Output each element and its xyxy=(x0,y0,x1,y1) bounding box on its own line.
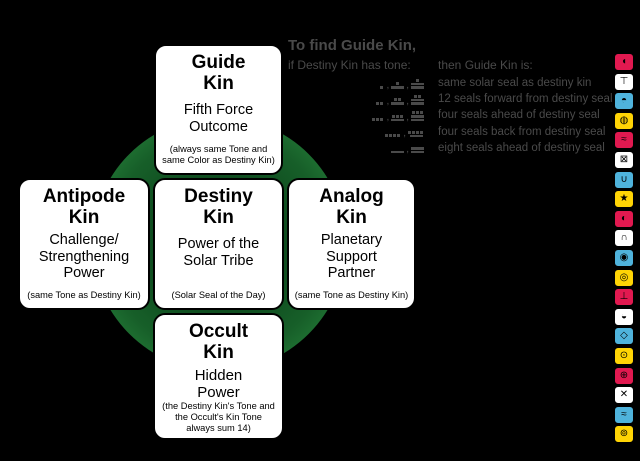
seal-icon-blue-storm: ≈ xyxy=(614,405,634,424)
tone-separator: , xyxy=(406,95,409,107)
tone-glyph-group: , xyxy=(288,128,424,140)
seal-glyph-mark: ◖ xyxy=(620,56,628,67)
guide-rule-text: eight seals ahead of destiny seal xyxy=(438,141,605,154)
guide-kin-note: (always same Tone and same Color as Dest… xyxy=(162,144,275,166)
seal-glyph-mark: ◎ xyxy=(619,271,629,283)
analog-kin-card: Analog Kin Planetary Support Partner (sa… xyxy=(287,178,416,310)
destiny-kin-description: Power of the Solar Tribe xyxy=(177,236,260,269)
seal-glyph-mark: ◉ xyxy=(619,251,629,263)
seal-icon-white-mirror: ✕ xyxy=(614,386,634,405)
mayan-tone-icon xyxy=(391,150,405,154)
tone-glyph-group: ,, xyxy=(288,111,424,124)
seal-glyph-mark: ∩ xyxy=(620,232,628,244)
seal-glyph-mark: ◇ xyxy=(620,330,628,342)
mayan-tone-icon xyxy=(376,101,384,105)
seal-icon-white-wind: ⊤ xyxy=(614,72,634,91)
seal-icon-yellow-star: ★ xyxy=(614,190,634,209)
tone-separator: , xyxy=(386,95,390,107)
seal-glyph-mark: ⊠ xyxy=(619,153,629,165)
seal-glyph-mark: ⊙ xyxy=(619,349,629,361)
occult-kin-note: (the Destiny Kin's Tone and the Occult's… xyxy=(162,401,275,434)
occult-kin-description: Hidden Power xyxy=(194,367,243,402)
destiny-kin-card: Destiny Kin Power of the Solar Tribe (So… xyxy=(153,178,284,310)
seal-glyph-mark: ≈ xyxy=(621,134,627,146)
seal-glyph-mark: ★ xyxy=(619,193,629,205)
tone-separator: , xyxy=(403,128,406,140)
antipode-kin-card: Antipode Kin Challenge/ Strengthening Po… xyxy=(18,178,150,310)
mayan-tone-icon xyxy=(385,134,401,138)
mayan-tone-icon xyxy=(411,146,424,154)
tone-glyph-group: , xyxy=(288,144,424,156)
destiny-kin-note: (Solar Seal of the Day) xyxy=(171,290,266,301)
seal-icon-blue-eagle: ◇ xyxy=(614,327,634,346)
seal-glyph-mark: ◓ xyxy=(620,95,628,107)
analog-kin-description: Planetary Support Partner xyxy=(320,232,383,282)
seal-glyph-mark: ⊕ xyxy=(619,369,629,381)
mayan-tone-icon xyxy=(408,130,424,138)
seal-glyph-mark: ∪ xyxy=(620,173,628,185)
antipode-kin-description: Challenge/ Strengthening Power xyxy=(38,232,130,282)
seal-icon-blue-hand: ∪ xyxy=(614,170,634,189)
tone-separator: , xyxy=(406,112,409,124)
tone-separator: , xyxy=(406,79,409,91)
seal-glyph-mark: ◐ xyxy=(620,212,628,224)
mayan-tone-icon xyxy=(372,118,384,122)
solar-seal-column: ◖ ⊤ ◓ ◍ ≈ ⊠ ∪ ★ ◐ ∩ ◉ ◎ ⊥ ◒ ◇ ⊙ ⊕ ✕ ≈ ⊚ xyxy=(614,53,634,444)
mayan-tone-icon xyxy=(411,94,424,105)
guide-kin-rules-table: if Destiny Kin has tone: then Guide Kin … xyxy=(288,57,623,156)
analog-kin-title: Analog Kin xyxy=(319,186,384,228)
antipode-kin-note: (same Tone as Destiny Kin) xyxy=(27,290,141,301)
tone-separator: , xyxy=(386,112,390,124)
seal-icon-blue-night: ◓ xyxy=(614,92,634,111)
guide-kin-title: Guide Kin xyxy=(191,52,246,94)
seal-icon-white-wizard: ◒ xyxy=(614,307,634,326)
guide-rule-text: 12 seals forward from destiny seal xyxy=(438,93,613,106)
guide-rule-text: four seals ahead of destiny seal xyxy=(438,109,600,122)
mayan-tone-icon xyxy=(391,114,405,122)
seal-icon-yellow-sun: ⊚ xyxy=(614,425,634,444)
seal-icon-white-worldbridger: ⊠ xyxy=(614,150,634,169)
seal-icon-yellow-warrior: ⊙ xyxy=(614,346,634,365)
guide-rule-text: same solar seal as destiny kin xyxy=(438,77,592,90)
seal-glyph-mark: ≈ xyxy=(621,408,627,420)
seal-icon-red-moon: ◐ xyxy=(614,209,634,228)
tone-glyph-group: ,, xyxy=(288,78,424,91)
mayan-tone-icon xyxy=(391,82,405,89)
seal-glyph-mark: ◒ xyxy=(620,310,628,322)
destiny-kin-title: Destiny Kin xyxy=(184,186,253,228)
tone-separator: , xyxy=(386,79,390,91)
guide-kin-help-panel: To find Guide Kin, if Destiny Kin has to… xyxy=(288,37,623,156)
mayan-tone-icon xyxy=(411,111,424,122)
mayan-tone-icon xyxy=(411,78,424,89)
seal-glyph-mark: ✕ xyxy=(619,389,629,401)
help-heading: To find Guide Kin, xyxy=(288,37,417,54)
seal-icon-blue-monkey: ◉ xyxy=(614,248,634,267)
guide-rule-text: four seals back from destiny seal xyxy=(438,125,606,138)
guide-kin-description: Fifth Force Outcome xyxy=(183,102,254,135)
mayan-tone-icon xyxy=(380,85,384,89)
help-column-right-label: then Guide Kin is: xyxy=(438,57,533,72)
seal-icon-red-skywalker: ⊥ xyxy=(614,288,634,307)
seal-icon-white-dog: ∩ xyxy=(614,229,634,248)
seal-icon-yellow-human: ◎ xyxy=(614,268,634,287)
tone-glyph-group: ,, xyxy=(288,94,424,107)
seal-glyph-mark: ⊥ xyxy=(619,291,629,303)
tone-separator: , xyxy=(406,144,409,156)
mayan-tone-icon xyxy=(391,98,405,105)
seal-icon-red-earth: ⊕ xyxy=(614,366,634,385)
seal-icon-red-serpent: ≈ xyxy=(614,131,634,150)
seal-glyph-mark: ⊤ xyxy=(619,75,629,87)
seal-icon-yellow-seed: ◍ xyxy=(614,111,634,130)
antipode-kin-title: Antipode Kin xyxy=(42,186,126,228)
analog-kin-note: (same Tone as Destiny Kin) xyxy=(294,290,409,301)
occult-kin-title: Occult Kin xyxy=(188,321,249,363)
occult-kin-card: Occult Kin Hidden Power (the Destiny Kin… xyxy=(153,313,284,440)
seal-icon-red-dragon: ◖ xyxy=(614,53,634,71)
seal-glyph-mark: ⊚ xyxy=(619,428,629,440)
seal-glyph-mark: ◍ xyxy=(619,114,629,126)
guide-kin-card: Guide Kin Fifth Force Outcome (always sa… xyxy=(154,44,283,175)
help-column-left-label: if Destiny Kin has tone: xyxy=(288,57,411,72)
